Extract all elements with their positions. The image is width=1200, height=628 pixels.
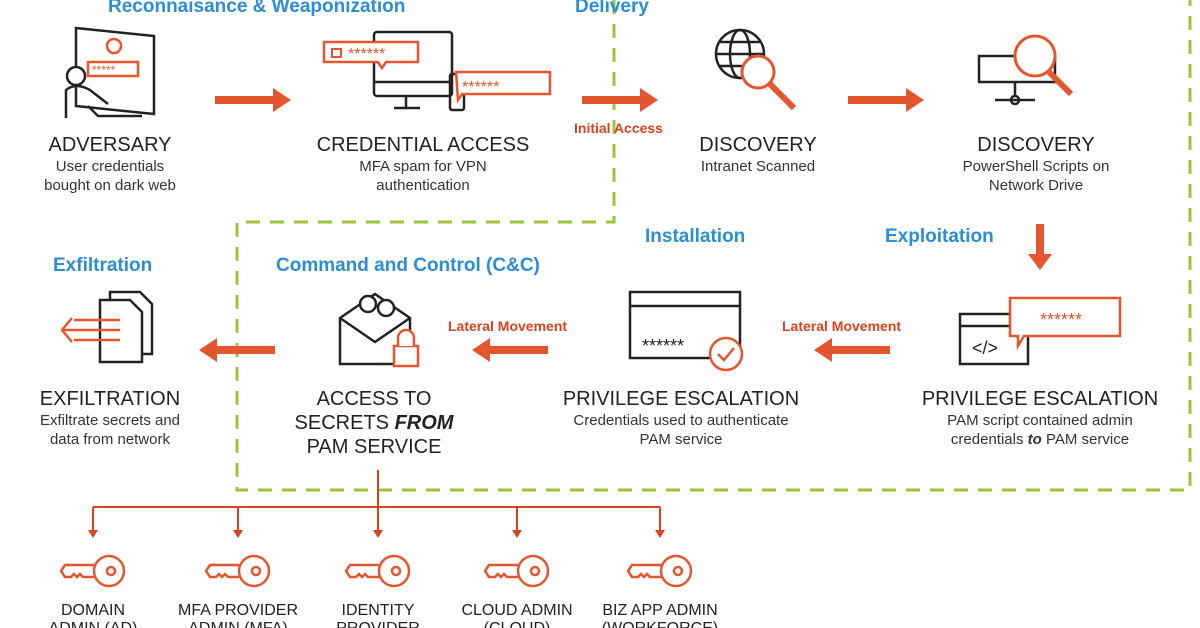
node-title: PRIVILEGE ESCALATION xyxy=(921,388,1159,410)
node-desc: Exfiltrate secrets and xyxy=(39,412,181,429)
key-icon xyxy=(59,554,126,588)
key-icon xyxy=(626,554,693,588)
arrow-down xyxy=(1028,224,1052,270)
node-desc: Network Drive xyxy=(988,177,1084,194)
node-desc: data from network xyxy=(49,431,171,448)
svg-text:*****: ***** xyxy=(92,63,116,77)
node-desc: User credentials xyxy=(55,158,165,175)
documents-out-icon xyxy=(60,290,154,364)
key-icon xyxy=(483,554,550,588)
node-adversary: ADVERSARY User credentials bought on dar… xyxy=(44,133,176,195)
arrow-right xyxy=(848,88,924,112)
key-icon xyxy=(344,554,411,588)
node-desc: Credentials used to authenticate xyxy=(573,412,789,429)
svg-text:******: ****** xyxy=(462,79,499,96)
node-title: PAM SERVICE xyxy=(306,436,442,458)
node-title: ADVERSARY xyxy=(48,134,172,156)
node-title: DISCOVERY xyxy=(977,134,1095,156)
node-desc: authentication xyxy=(376,177,470,194)
key-label: BIZ APP ADMIN(WORKFORCE) xyxy=(602,602,718,628)
node-discovery-powershell: DISCOVERY PowerShell Scripts on Network … xyxy=(963,133,1110,195)
edge-label-lateral-movement: Lateral Movement xyxy=(782,318,902,334)
node-access-secrets: ACCESS TO SECRETS FROM PAM SERVICE xyxy=(295,387,454,459)
node-desc: PAM script contained admin xyxy=(947,412,1133,429)
node-title: SECRETS FROM xyxy=(294,412,454,434)
node-desc: PAM service xyxy=(639,431,723,448)
key-label-line: DOMAIN xyxy=(60,602,125,619)
phase-installation: Installation xyxy=(645,226,746,247)
key-label-line: (CLOUD) xyxy=(461,620,572,628)
arrow-left xyxy=(472,338,548,362)
key-label-line: ADMIN (MFA) xyxy=(178,620,298,628)
svg-text:</>: </> xyxy=(972,338,998,358)
node-title: PRIVILEGE ESCALATION xyxy=(562,388,800,410)
key-label: DOMAINADMIN (AD) xyxy=(49,602,138,628)
key-label-line: BIZ APP ADMIN xyxy=(602,602,718,619)
key-label: MFA PROVIDERADMIN (MFA) xyxy=(178,602,298,628)
node-desc: credentials to PAM service xyxy=(950,431,1130,448)
key-label-line: ADMIN (AD) xyxy=(49,620,138,628)
node-privilege-escalation-script: PRIVILEGE ESCALATION PAM script containe… xyxy=(922,387,1158,449)
key-label-line: (WORKFORCE) xyxy=(602,620,718,628)
node-title: EXFILTRATION xyxy=(39,388,181,410)
node-title: CREDENTIAL ACCESS xyxy=(316,134,530,156)
node-discovery-intranet: DISCOVERY Intranet Scanned xyxy=(699,133,816,176)
window-password-check-icon: ****** xyxy=(628,290,744,372)
arrow-left xyxy=(814,338,890,362)
svg-text:******: ****** xyxy=(642,336,684,356)
key-icon xyxy=(204,554,271,588)
node-desc: PowerShell Scripts on xyxy=(962,158,1110,175)
envelope-keys-lock-icon xyxy=(338,292,420,368)
svg-text:******: ****** xyxy=(1040,310,1082,330)
edge-label-lateral-movement: Lateral Movement xyxy=(448,318,568,334)
key-label-line: PROVIDER xyxy=(336,620,420,628)
hacker-icon: ***** xyxy=(64,26,156,118)
key-label-line: IDENTITY xyxy=(341,602,415,619)
key-label: CLOUD ADMIN(CLOUD) xyxy=(461,602,572,628)
node-title: ACCESS TO xyxy=(316,388,432,410)
code-window-credentials-icon: </> ****** xyxy=(958,296,1122,366)
phase-exfiltration: Exfiltration xyxy=(53,255,153,276)
globe-search-icon xyxy=(714,28,797,111)
node-desc: bought on dark web xyxy=(44,177,176,194)
arrow-left xyxy=(199,338,275,362)
arrow-right xyxy=(215,88,291,112)
node-exfiltration: EXFILTRATION Exfiltrate secrets and data… xyxy=(40,387,180,449)
arrow-right xyxy=(582,88,658,112)
key-label-line: CLOUD ADMIN xyxy=(461,602,573,619)
node-privilege-escalation-auth: PRIVILEGE ESCALATION Credentials used to… xyxy=(563,387,799,449)
key-label: IDENTITYPROVIDER xyxy=(336,602,420,628)
phase-delivery: Delivery xyxy=(575,0,649,17)
phase-recon: Reconnaisance & Weaponization xyxy=(108,0,406,17)
server-search-icon xyxy=(977,34,1074,106)
monitor-password-icon: ****** ****** xyxy=(322,30,552,112)
key-label-line: MFA PROVIDER xyxy=(177,602,299,619)
phase-c2: Command and Control (C&C) xyxy=(276,255,540,276)
node-title: DISCOVERY xyxy=(699,134,817,156)
phase-exploitation: Exploitation xyxy=(885,226,994,247)
node-desc: Intranet Scanned xyxy=(700,158,816,175)
node-desc: MFA spam for VPN xyxy=(359,158,487,175)
svg-text:******: ****** xyxy=(348,46,385,63)
node-credential-access: CREDENTIAL ACCESS MFA spam for VPN authe… xyxy=(317,133,530,195)
edge-label-initial-access: Initial Access xyxy=(574,120,663,136)
